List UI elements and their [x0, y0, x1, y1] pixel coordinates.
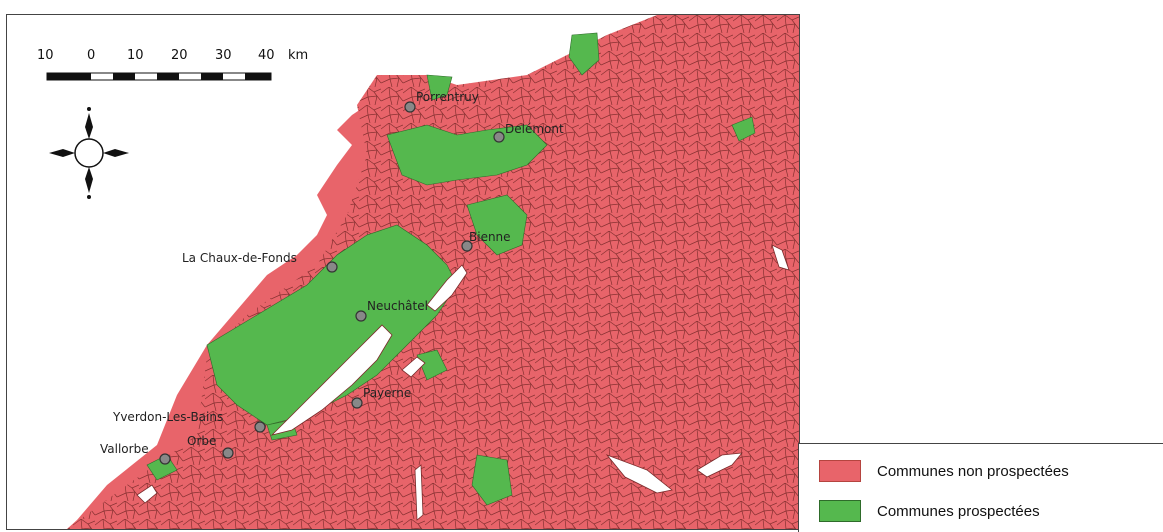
scale-tick-0: 10 [37, 48, 54, 63]
city-label-yverdon-les-bains: Yverdon-Les-Bains [112, 410, 223, 424]
map-legend: Communes non prospectées Communes prospe… [798, 443, 1163, 532]
map-frame: 10 0 10 20 30 40 km [6, 14, 800, 530]
legend-swatch-not-prospected [819, 460, 861, 482]
lake-brienz [696, 452, 743, 478]
city-label-orbe: Orbe [187, 434, 216, 448]
legend-item-prospected: Communes prospectées [819, 499, 1040, 523]
city-vallorbe[interactable]: Vallorbe [100, 442, 171, 465]
lake-sempach [771, 244, 790, 271]
lake-morat [401, 356, 426, 378]
scale-tick-5: 40 [258, 48, 275, 63]
scale-tick-1: 0 [87, 48, 95, 63]
scale-tick-3: 20 [171, 48, 188, 63]
city-orbe[interactable]: Orbe [187, 434, 234, 459]
prospected-areas [146, 32, 756, 506]
scale-unit: km [288, 48, 308, 63]
lake-thun [605, 454, 673, 494]
city-label-delemont: Delémont [505, 122, 564, 136]
city-delemont[interactable]: Delémont [493, 122, 564, 143]
city-neuchatel[interactable]: Neuchâtel [355, 299, 428, 322]
lakes [136, 244, 790, 521]
city-markers: Porrentruy Delémont Bienne La Chaux-de-F… [100, 90, 564, 465]
city-porrentruy[interactable]: Porrentruy [404, 90, 479, 113]
compass-rose-icon [49, 107, 129, 199]
city-bienne[interactable]: Bienne [461, 230, 511, 252]
city-label-la-chaux-de-fonds: La Chaux-de-Fonds [182, 251, 297, 265]
city-label-bienne: Bienne [469, 230, 511, 244]
lake-neuchatel [270, 324, 393, 436]
city-la-chaux-de-fonds[interactable]: La Chaux-de-Fonds [182, 251, 338, 273]
city-payerne[interactable]: Payerne [351, 386, 411, 409]
lake-bienne [426, 264, 468, 312]
city-yverdon-les-bains[interactable]: Yverdon-Les-Bains [112, 410, 266, 433]
legend-item-not-prospected: Communes non prospectées [819, 459, 1069, 483]
city-label-porrentruy: Porrentruy [416, 90, 479, 104]
legend-label-prospected: Communes prospectées [877, 502, 1040, 520]
scale-bar: 10 0 10 20 30 40 km [37, 48, 308, 81]
scale-tick-4: 30 [215, 48, 232, 63]
legend-label-not-prospected: Communes non prospectées [877, 462, 1069, 480]
scale-tick-2: 10 [127, 48, 144, 63]
city-label-payerne: Payerne [363, 386, 411, 400]
commune-map[interactable]: 10 0 10 20 30 40 km [7, 15, 799, 529]
legend-swatch-prospected [819, 500, 861, 522]
city-label-vallorbe: Vallorbe [100, 442, 149, 456]
lake-small [414, 464, 424, 521]
lake-joux [136, 484, 158, 504]
territory-region-west [67, 105, 392, 529]
city-label-neuchatel: Neuchâtel [367, 299, 428, 313]
